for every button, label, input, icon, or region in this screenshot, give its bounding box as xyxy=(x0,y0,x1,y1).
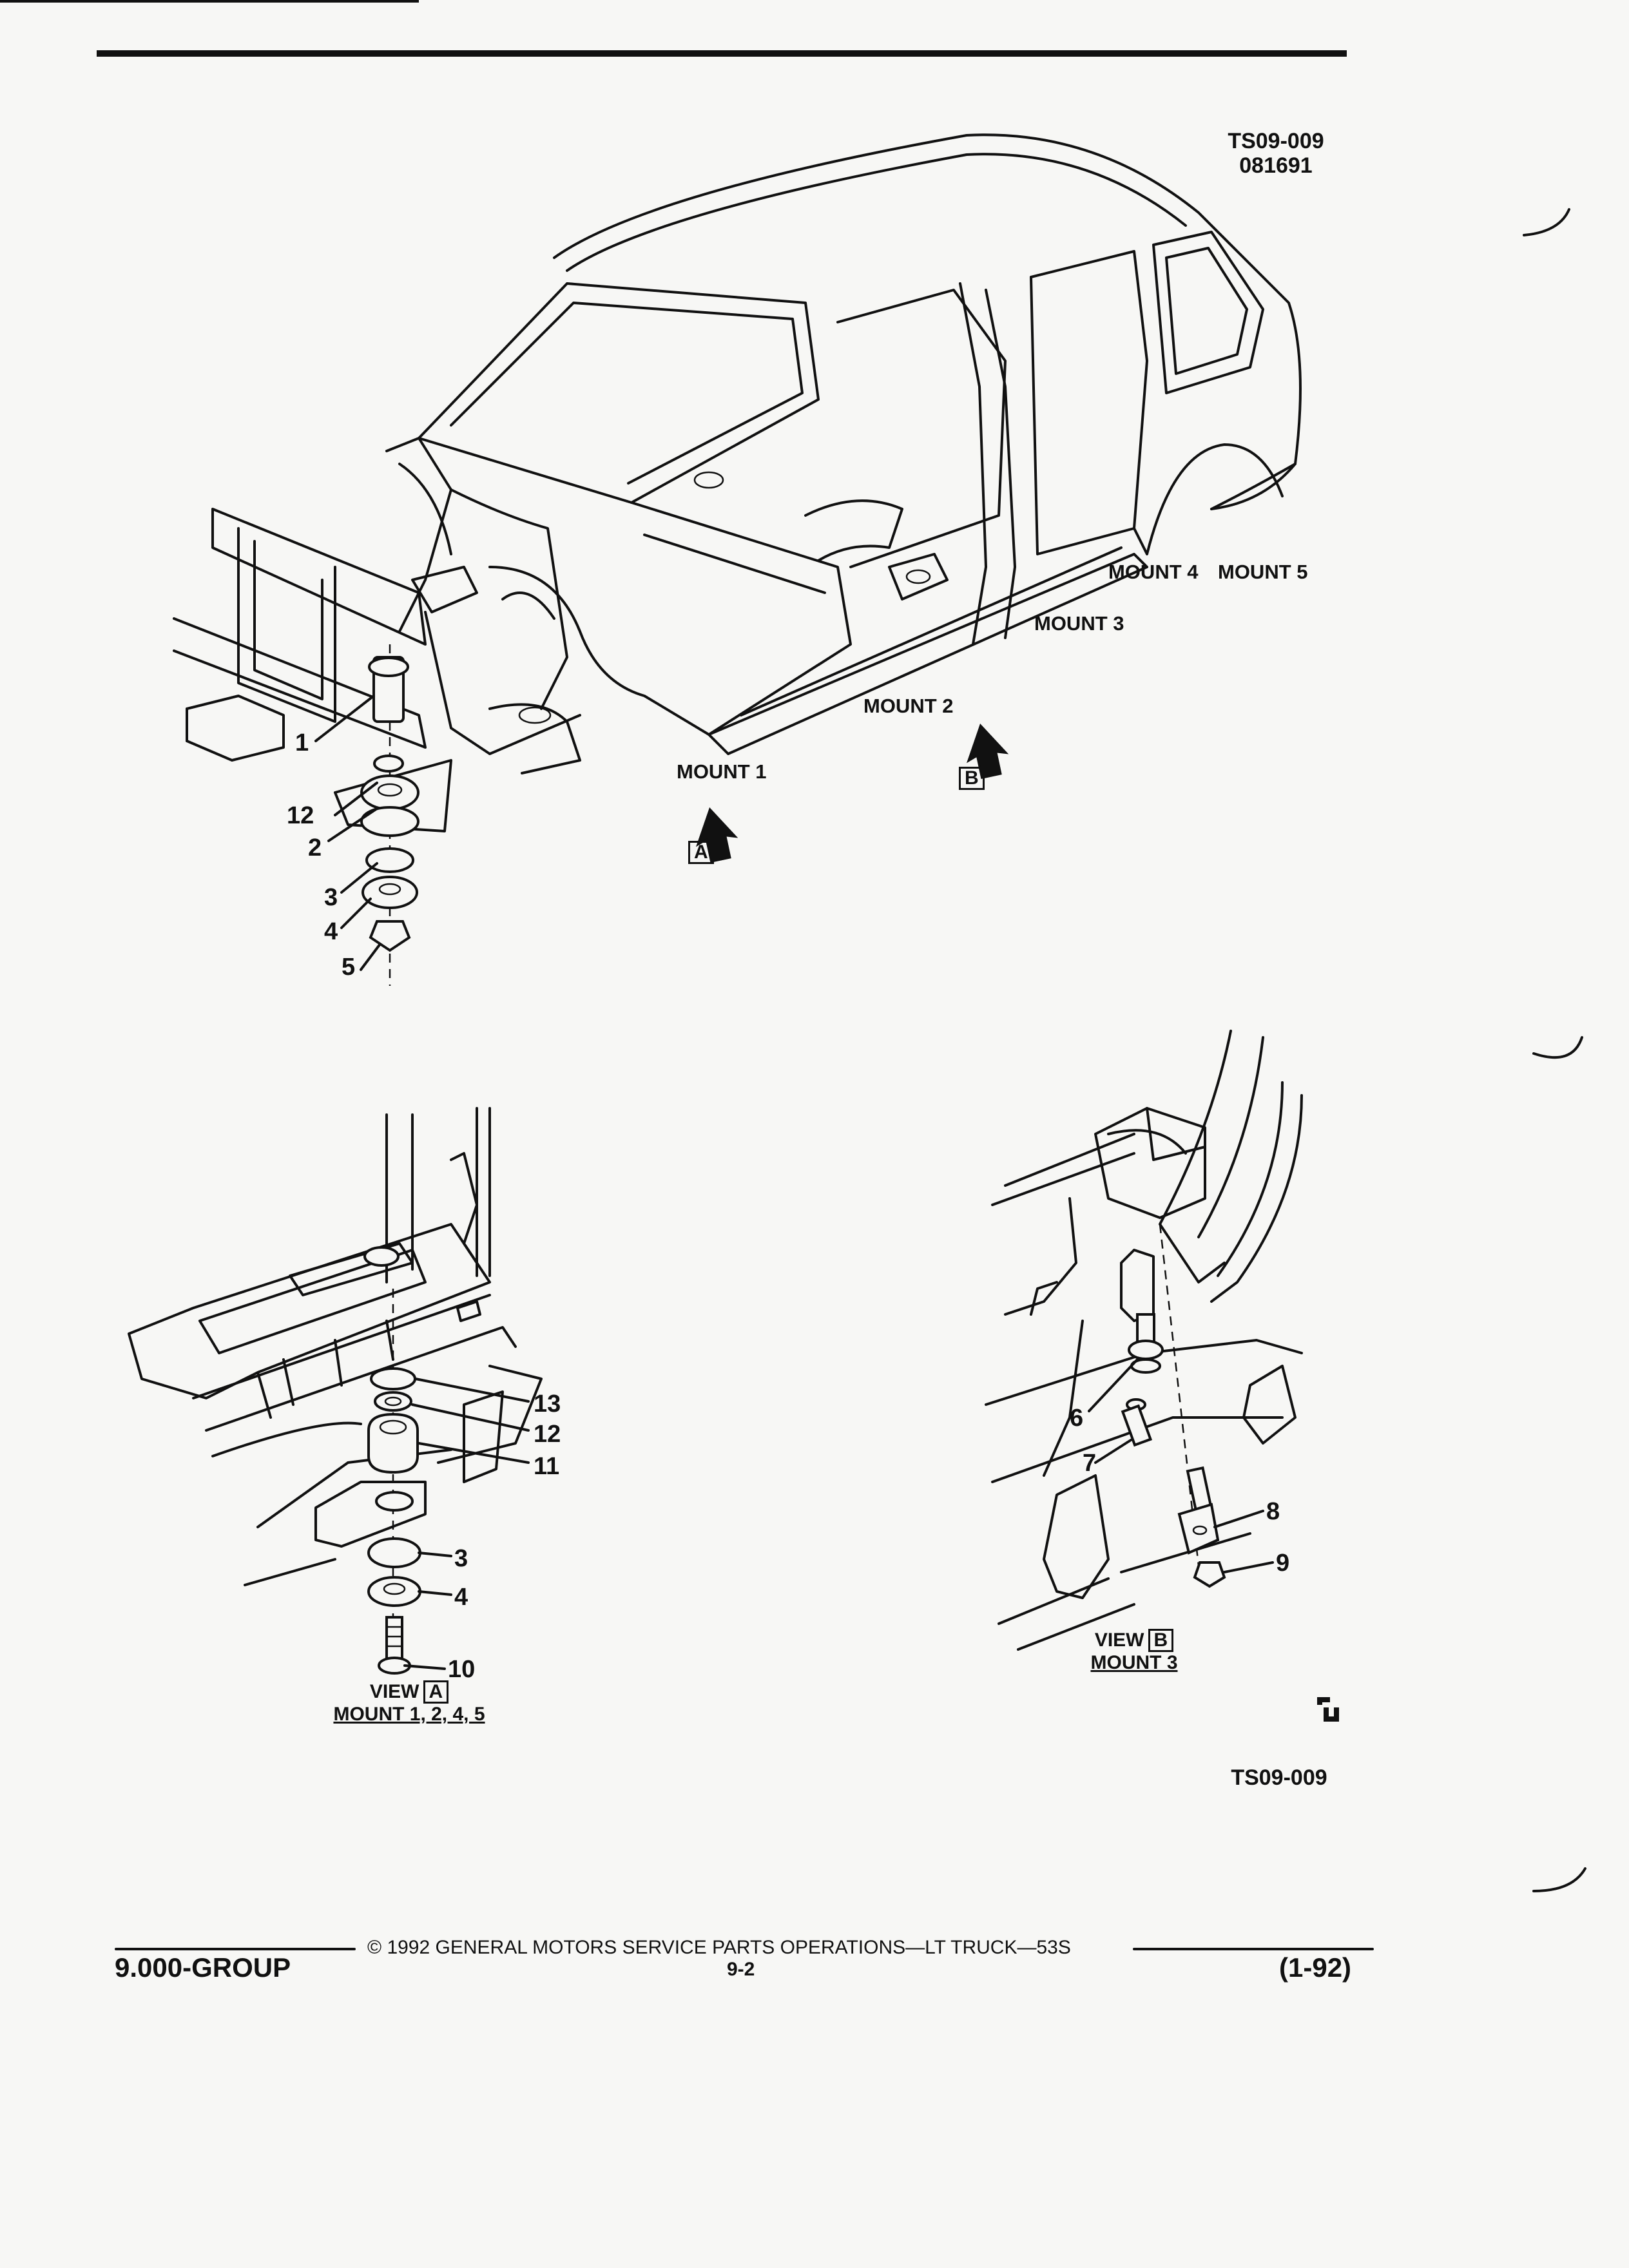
footer-copyright: © 1992 GENERAL MOTORS SERVICE PARTS OPER… xyxy=(367,1937,1071,1958)
callout-main-1: 1 xyxy=(295,729,309,756)
footer-page-number: 9-2 xyxy=(727,1959,755,1980)
view-b-subtitle: MOUNT 3 xyxy=(1090,1652,1178,1673)
view-b-marker: B xyxy=(955,767,985,790)
view-b-detail-illustration xyxy=(985,1030,1303,1651)
figure-code-bottom: TS09-009 xyxy=(1231,1765,1327,1790)
figure-code-top: TS09-009 081691 xyxy=(1211,129,1340,178)
mount-5-label: MOUNT 5 xyxy=(1218,561,1308,583)
callout-view-a-11: 11 xyxy=(534,1453,560,1480)
mount-2-label: MOUNT 2 xyxy=(863,695,954,717)
view-a-detail-illustration xyxy=(128,1107,543,1675)
callout-main-3: 3 xyxy=(324,884,338,911)
header-rule xyxy=(97,50,1347,57)
scan-edge-line xyxy=(0,0,419,3)
callout-view-b-8: 8 xyxy=(1266,1498,1280,1525)
callout-view-a-13: 13 xyxy=(534,1390,561,1418)
callout-main-12: 12 xyxy=(287,802,314,829)
callout-view-a-4: 4 xyxy=(454,1584,468,1611)
view-b-arrow xyxy=(966,724,1009,780)
view-a-marker: A xyxy=(684,841,714,864)
callout-view-b-7: 7 xyxy=(1083,1450,1097,1477)
publisher-logo-icon xyxy=(1317,1697,1339,1722)
callout-view-b-6: 6 xyxy=(1070,1405,1084,1432)
callout-main-4: 4 xyxy=(324,918,338,945)
mount-4-label: MOUNT 4 xyxy=(1108,561,1199,583)
mount-3-label: MOUNT 3 xyxy=(1034,612,1124,635)
vehicle-body-illustration xyxy=(173,133,1302,774)
figure-code-text: TS09-009 xyxy=(1228,129,1324,153)
callout-view-a-12: 12 xyxy=(534,1421,561,1448)
view-a-arrow xyxy=(695,807,738,863)
mount-1-label: MOUNT 1 xyxy=(677,760,767,783)
footer-group: 9.000-GROUP xyxy=(115,1952,291,1983)
scan-margin-marks xyxy=(1523,208,1586,1892)
callout-main-5: 5 xyxy=(342,954,356,981)
callout-view-a-10: 10 xyxy=(448,1656,476,1683)
footer-revision: (1-92) xyxy=(1279,1952,1352,1983)
view-a-subtitle: MOUNT 1, 2, 4, 5 xyxy=(333,1704,485,1725)
callout-main-2: 2 xyxy=(308,834,322,861)
figure-date-code: 081691 xyxy=(1239,153,1313,178)
callout-view-b-9: 9 xyxy=(1276,1550,1290,1577)
callout-view-a-3: 3 xyxy=(454,1545,468,1572)
main-mount-stack xyxy=(314,644,452,986)
